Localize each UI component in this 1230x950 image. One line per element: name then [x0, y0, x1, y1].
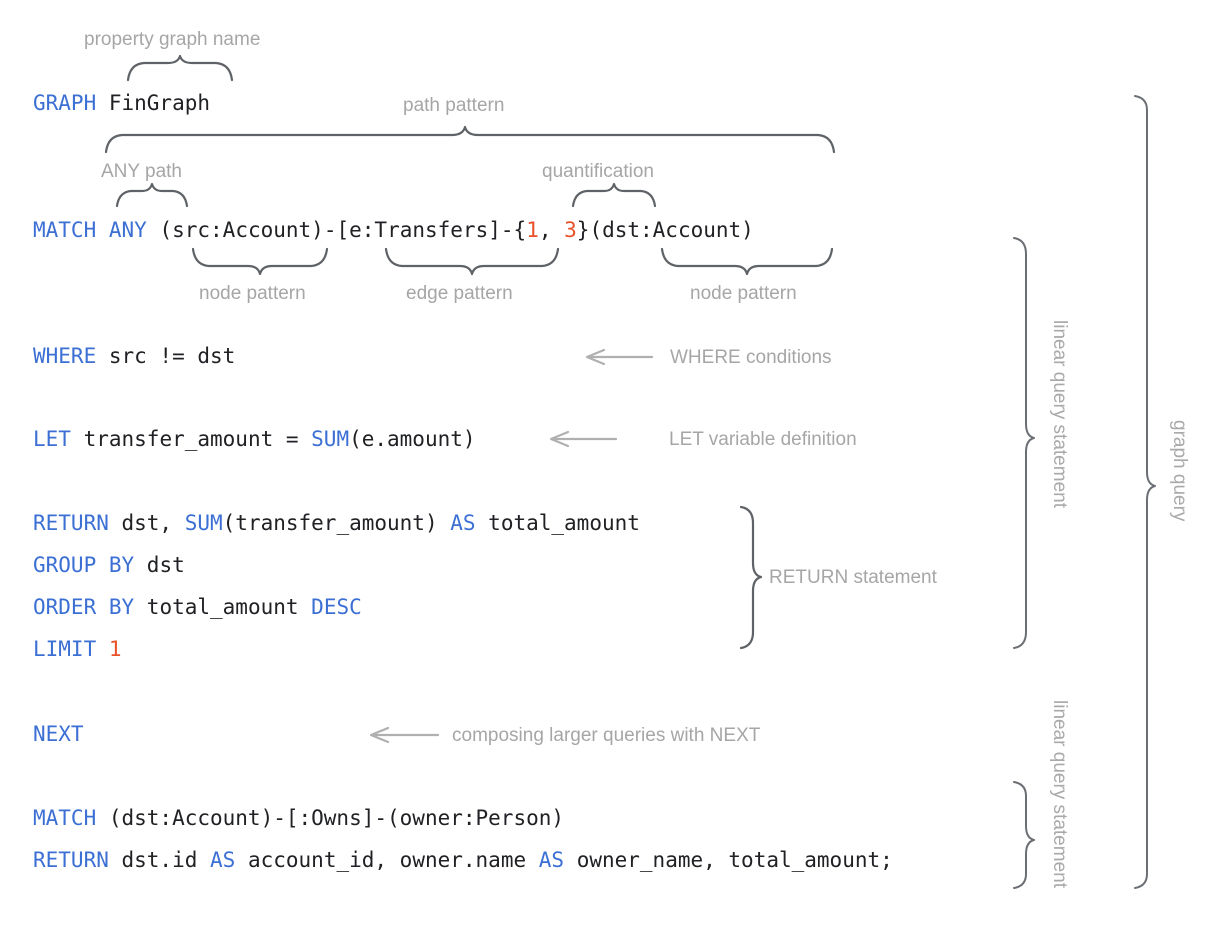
- keyword-match-2: MATCH: [33, 806, 97, 830]
- label-linear-query-statement-2: linear query statement: [1049, 700, 1070, 888]
- keyword-where: WHERE: [33, 344, 97, 368]
- keyword-as-2: AS: [210, 848, 236, 872]
- label-node-pattern-right: node pattern: [690, 283, 797, 304]
- label-quantification: quantification: [542, 161, 654, 182]
- code-line-return-2: RETURN dst.id AS account_id, owner.name …: [33, 850, 893, 871]
- label-graph-query: graph query: [1169, 420, 1190, 522]
- dash-2: -: [500, 218, 514, 242]
- node-pattern-dst: (dst:Account): [589, 218, 754, 242]
- code-line-next: NEXT: [33, 724, 84, 745]
- label-where-conditions: WHERE conditions: [670, 347, 832, 368]
- code-line-graph: GRAPH FinGraph: [33, 93, 210, 114]
- quantifier-separator: ,: [538, 218, 565, 242]
- keyword-next: NEXT: [33, 722, 84, 746]
- limit-value: 1: [108, 637, 122, 661]
- brace-linear-query-statement-2: [1013, 781, 1035, 889]
- quantifier-lower-bound: 1: [526, 218, 539, 242]
- keyword-any: ANY: [108, 218, 147, 242]
- brace-path-pattern: [104, 125, 836, 154]
- dash-1: -: [323, 218, 337, 242]
- keyword-graph: GRAPH: [33, 91, 97, 115]
- brace-quantification: [571, 182, 657, 208]
- arrow-where-conditions: [585, 348, 654, 366]
- arrow-let-definition: [549, 430, 618, 448]
- code-line-group-by: GROUP BY dst: [33, 555, 185, 576]
- keyword-group-by: GROUP BY: [33, 553, 135, 577]
- match-2-pattern: (dst:Account)-[:Owns]-(owner:Person): [96, 806, 565, 830]
- graph-name: FinGraph: [96, 91, 211, 115]
- quantifier-upper-bound: 3: [564, 218, 577, 242]
- brace-return-statement: [739, 505, 763, 650]
- brace-edge-pattern: [384, 247, 560, 276]
- code-line-where: WHERE src != dst: [33, 346, 235, 367]
- brace-graph-query: [1134, 95, 1156, 889]
- function-sum-2: SUM: [184, 511, 223, 535]
- group-by-key: dst: [134, 553, 185, 577]
- let-assignment: transfer_amount =: [70, 427, 312, 451]
- quantifier-close-brace: }: [576, 218, 590, 242]
- return-sum-args: (transfer_amount): [222, 511, 451, 535]
- keyword-match: MATCH: [33, 218, 97, 242]
- order-by-key: total_amount: [134, 595, 312, 619]
- label-any-path: ANY path: [101, 161, 182, 182]
- label-let-definition: LET variable definition: [669, 429, 857, 450]
- code-line-return-1: RETURN dst, SUM(transfer_amount) AS tota…: [33, 513, 640, 534]
- node-pattern-src: (src:Account): [159, 218, 324, 242]
- where-expression: src != dst: [96, 344, 236, 368]
- label-node-pattern-left: node pattern: [199, 283, 306, 304]
- arrow-composing-next: [369, 726, 440, 744]
- keyword-as-3: AS: [538, 848, 565, 872]
- label-composing-next: composing larger queries with NEXT: [452, 725, 761, 746]
- code-line-match: MATCH ANY (src:Account)-[e:Transfers]-{1…: [33, 220, 754, 241]
- brace-any-path: [115, 182, 189, 208]
- keyword-limit: LIMIT: [33, 637, 97, 661]
- brace-property-graph-name: [126, 54, 234, 82]
- return-2-item-2: account_id, owner.name: [235, 848, 539, 872]
- label-linear-query-statement-1: linear query statement: [1049, 320, 1070, 508]
- keyword-order-by: ORDER BY: [33, 595, 135, 619]
- edge-pattern: [e:Transfers]: [336, 218, 501, 242]
- label-property-graph-name: property graph name: [84, 29, 261, 50]
- code-line-match-2: MATCH (dst:Account)-[:Owns]-(owner:Perso…: [33, 808, 564, 829]
- label-return-statement: RETURN statement: [769, 567, 937, 588]
- return-2-item-3: owner_name, total_amount;: [564, 848, 893, 872]
- let-expression: (e.amount): [349, 427, 476, 451]
- code-line-let: LET transfer_amount = SUM(e.amount): [33, 429, 476, 450]
- return-items: dst,: [108, 511, 185, 535]
- keyword-return-2: RETURN: [33, 848, 109, 872]
- brace-node-pattern-left: [191, 247, 329, 276]
- brace-linear-query-statement-1: [1013, 237, 1035, 649]
- function-sum: SUM: [311, 427, 350, 451]
- brace-node-pattern-right: [660, 247, 834, 276]
- keyword-let: LET: [33, 427, 71, 451]
- return-alias: total_amount: [475, 511, 640, 535]
- code-line-limit: LIMIT 1: [33, 639, 122, 660]
- keyword-return: RETURN: [33, 511, 109, 535]
- label-path-pattern: path pattern: [403, 95, 505, 116]
- keyword-desc: DESC: [311, 595, 362, 619]
- code-line-order-by: ORDER BY total_amount DESC: [33, 597, 362, 618]
- label-edge-pattern: edge pattern: [406, 283, 513, 304]
- keyword-as: AS: [450, 511, 476, 535]
- quantifier-open-brace: {: [513, 218, 527, 242]
- return-2-item-1: dst.id: [108, 848, 211, 872]
